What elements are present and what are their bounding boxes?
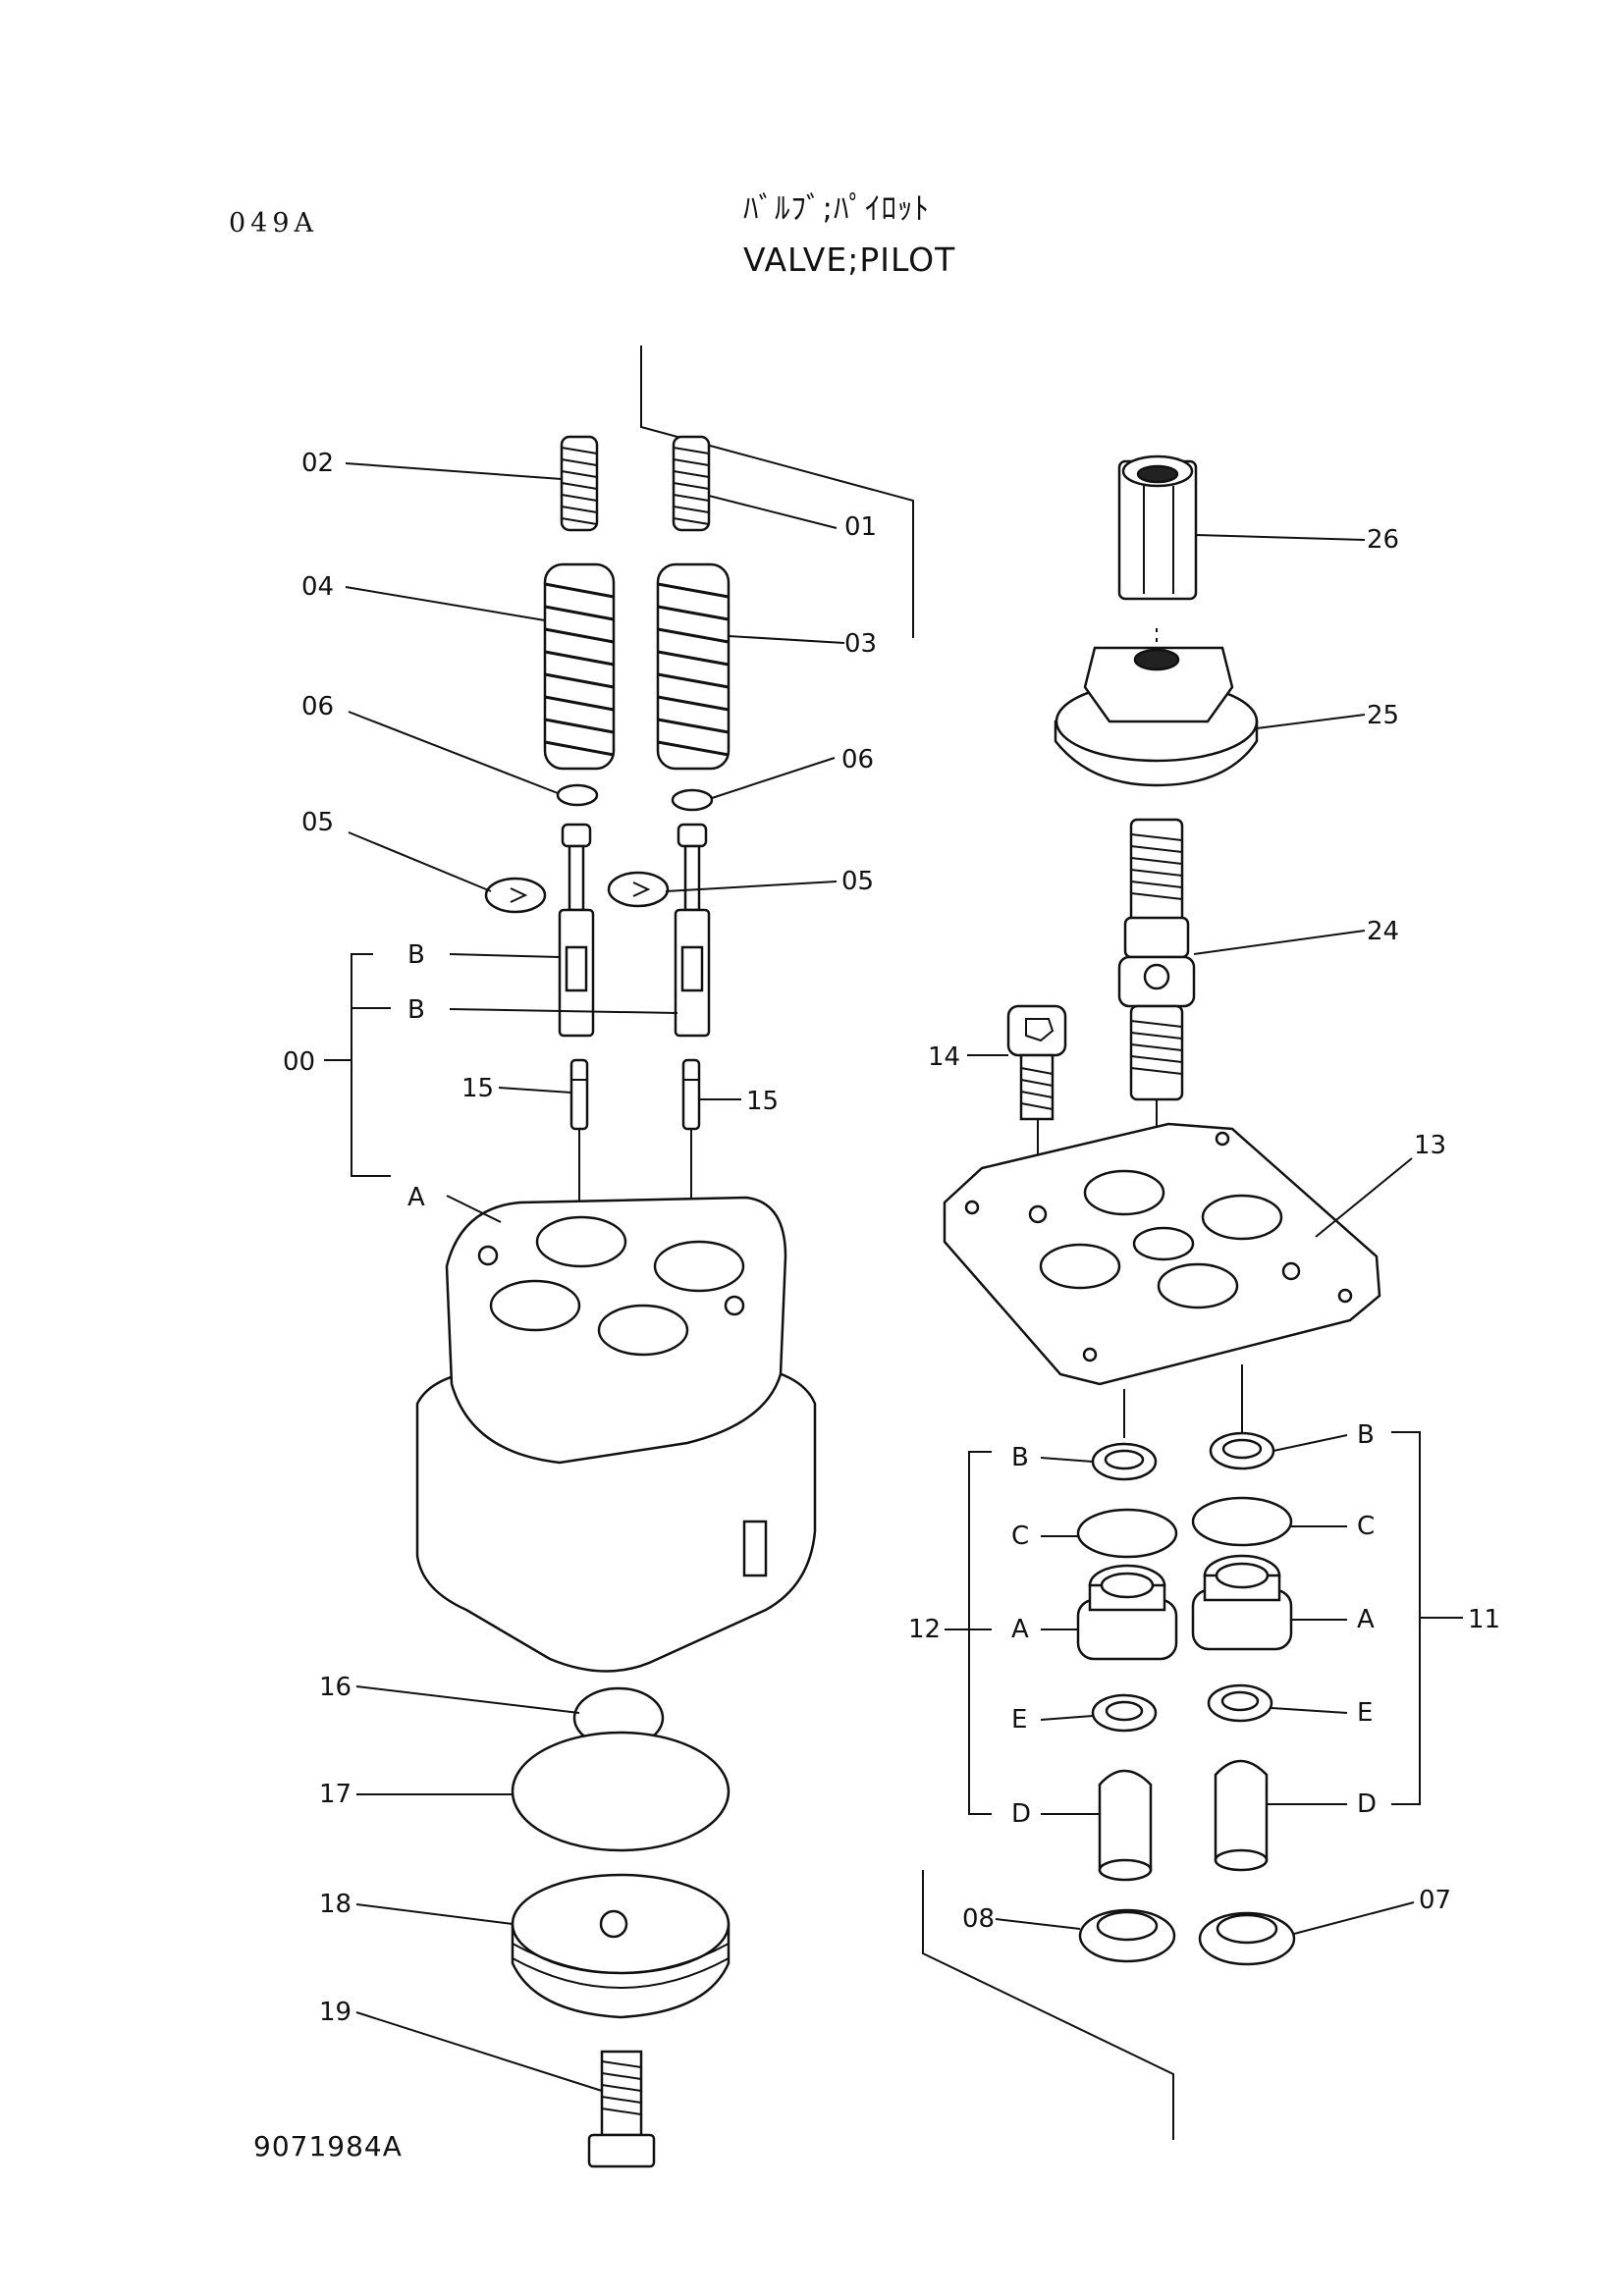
nut-07 [1198, 1911, 1296, 1966]
washer-06-left [556, 783, 599, 807]
drawing-number: 9071984A [253, 2130, 403, 2163]
label-12-A: A [1011, 1615, 1029, 1644]
callout-06-right: 06 [841, 745, 874, 774]
title-english: VALVE;PILOT [743, 240, 956, 279]
small-spring-01 [672, 435, 711, 532]
label-11-E: E [1357, 1698, 1373, 1728]
plug-d-right [1214, 1759, 1269, 1872]
callout-15-left: 15 [461, 1074, 494, 1103]
callout-00: 00 [283, 1047, 315, 1077]
label-12-D: D [1011, 1799, 1031, 1829]
label-12-E: E [1011, 1705, 1027, 1735]
spool-assembly-left [558, 823, 595, 1038]
callout-05-left: 05 [301, 808, 334, 837]
plug-d-left [1098, 1769, 1153, 1882]
o-ring-17 [511, 1731, 730, 1852]
o-ring-c-left [1076, 1508, 1178, 1559]
plate-25 [1054, 646, 1259, 787]
label-11-A: A [1357, 1605, 1375, 1634]
bolt-19 [587, 2050, 656, 2168]
callout-18: 18 [319, 1890, 352, 1919]
joint-24 [1117, 818, 1196, 1101]
callout-16: 16 [319, 1673, 352, 1702]
pin-15-left [569, 1058, 589, 1131]
callout-05-right: 05 [841, 867, 874, 896]
callout-03: 03 [844, 629, 877, 659]
small-spring-02 [560, 435, 599, 532]
large-spring-03 [656, 562, 730, 771]
nut-26 [1117, 454, 1198, 601]
callout-26: 26 [1367, 525, 1399, 555]
callout-01: 01 [844, 512, 877, 542]
plate-18 [511, 1873, 730, 2019]
callout-24: 24 [1367, 917, 1399, 946]
callout-04: 04 [301, 572, 334, 602]
spool-assembly-right [674, 823, 711, 1038]
cover-plate-13 [943, 1122, 1381, 1386]
label-12-B: B [1011, 1443, 1029, 1472]
callout-17: 17 [319, 1780, 352, 1809]
leader-lines [345, 462, 1415, 2092]
callout-11: 11 [1468, 1605, 1500, 1634]
callout-02: 02 [301, 449, 334, 478]
bracket-lines [324, 346, 1463, 2140]
washer-06-right [671, 788, 714, 812]
callout-15-right: 15 [746, 1087, 779, 1116]
page-code: 049A [229, 208, 319, 239]
callout-08: 08 [962, 1904, 995, 1934]
label-11-B: B [1357, 1420, 1375, 1450]
callout-13: 13 [1414, 1131, 1446, 1160]
label-11-C: C [1357, 1512, 1375, 1541]
label-12-C: C [1011, 1522, 1029, 1551]
callout-12: 12 [908, 1615, 941, 1644]
label-left-A: A [407, 1183, 425, 1212]
label-11-D: D [1357, 1789, 1377, 1819]
sleeve-a-left [1076, 1564, 1178, 1661]
bolt-14 [1006, 1004, 1067, 1121]
pin-15-right [681, 1058, 701, 1131]
o-ring-c-right [1191, 1496, 1293, 1547]
callout-14: 14 [928, 1042, 960, 1072]
callout-07: 07 [1419, 1886, 1451, 1915]
callout-06-left: 06 [301, 692, 334, 721]
valve-body-casing [415, 1196, 817, 1673]
callout-19: 19 [319, 1998, 352, 2027]
nut-08 [1078, 1908, 1176, 1963]
retainer-05-left [484, 877, 547, 914]
seal-e-left [1091, 1693, 1158, 1733]
label-left-B2: B [407, 995, 425, 1025]
label-left-B1: B [407, 940, 425, 970]
seal-e-right [1207, 1683, 1273, 1723]
seal-b-left [1091, 1442, 1158, 1481]
sleeve-a-right [1191, 1554, 1293, 1651]
callout-25: 25 [1367, 701, 1399, 730]
seal-b-right [1209, 1431, 1275, 1470]
retainer-05-right [607, 871, 670, 908]
large-spring-04 [543, 562, 616, 771]
title-japanese: ﾊﾞﾙﾌﾞ;ﾊﾟｲﾛｯﾄ [743, 191, 930, 227]
